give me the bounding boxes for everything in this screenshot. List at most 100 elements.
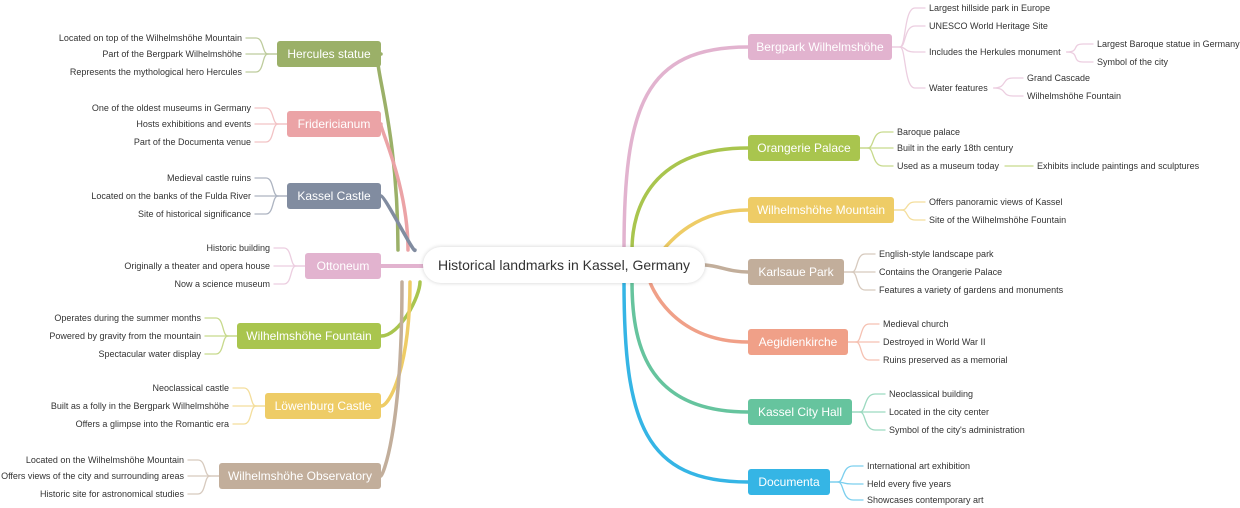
leaf-symbol-of-the-city[interactable]: Symbol of the city <box>1097 57 1169 67</box>
topic-ottoneum[interactable]: Ottoneum <box>305 253 381 279</box>
leaf-connector <box>204 317 229 337</box>
leaf-medieval-church[interactable]: Medieval church <box>883 319 949 329</box>
leaf-offers-views-of-the-city-and-surrounding-areas[interactable]: Offers views of the city and surrounding… <box>1 471 184 481</box>
leaf-connector <box>1065 43 1094 53</box>
leaf-wilhelmshohe-fountain[interactable]: Wilhelmshöhe Fountain <box>1027 91 1122 101</box>
leaf-connector <box>851 271 876 291</box>
leaf-connector <box>901 209 926 221</box>
leaf-offers-panoramic-views-of-kassel[interactable]: Offers panoramic views of Kassel <box>929 197 1063 207</box>
leaf-showcases-contemporary-art[interactable]: Showcases contemporary art <box>867 495 984 505</box>
topic-karlsaue-park[interactable]: Karlsaue Park <box>748 259 844 285</box>
leaf-one-of-the-oldest-museums-in-germany[interactable]: One of the oldest museums in Germany <box>91 103 251 113</box>
leaf-connector <box>855 341 880 361</box>
leaf-connector <box>273 265 297 285</box>
leaf-used-as-a-museum-today[interactable]: Used as a museum today <box>897 161 1000 171</box>
root-topic[interactable]: Historical landmarks in Kassel, Germany <box>423 247 705 283</box>
leaf-located-on-the-wilhelmshohe-mountain[interactable]: Located on the Wilhelmshöhe Mountain <box>25 455 184 465</box>
leaf-now-a-science-museum[interactable]: Now a science museum <box>174 279 270 289</box>
topic-fridericianum[interactable]: Fridericianum <box>287 111 381 137</box>
leaf-connector <box>867 131 894 149</box>
connector-kassel-castle <box>379 194 417 252</box>
leaf-connector <box>254 177 279 197</box>
leaf-connector <box>837 481 864 501</box>
leaf-neoclassical-castle[interactable]: Neoclassical castle <box>152 383 229 393</box>
leaf-connector <box>273 247 297 267</box>
leaf-spectacular-water-display[interactable]: Spectacular water display <box>98 349 201 359</box>
leaf-located-on-the-banks-of-the-fulda-river[interactable]: Located on the banks of the Fulda River <box>91 191 251 201</box>
leaf-baroque-palace[interactable]: Baroque palace <box>897 127 961 137</box>
connector-kassel-city-hall <box>630 280 750 414</box>
leaf-medieval-castle-ruins[interactable]: Medieval castle ruins <box>166 173 251 183</box>
leaf-site-of-historical-significance[interactable]: Site of historical significance <box>137 209 251 219</box>
leaf-symbol-of-the-city-s-administration[interactable]: Symbol of the city's administration <box>889 425 1025 435</box>
leaf-built-in-the-early-18th-century[interactable]: Built in the early 18th century <box>897 143 1014 153</box>
leaf-connector <box>901 201 926 211</box>
leaf-connector <box>851 253 876 273</box>
leaf-located-in-the-city-center[interactable]: Located in the city center <box>889 407 990 417</box>
leaf-historic-building[interactable]: Historic building <box>206 243 270 253</box>
leaf-connector <box>855 323 880 343</box>
leaf-water-features[interactable]: Water features <box>929 83 988 93</box>
leaf-connector <box>859 393 886 413</box>
leaf-connector <box>993 77 1024 89</box>
leaf-part-of-the-documenta-venue[interactable]: Part of the Documenta venue <box>133 137 251 147</box>
leaf-international-art-exhibition[interactable]: International art exhibition <box>867 461 971 471</box>
leaf-connector <box>899 46 926 89</box>
leaf-connector <box>254 123 279 143</box>
leaf-connector <box>232 387 257 407</box>
leaf-located-on-top-of-the-wilhelmshohe-mountain[interactable]: Located on top of the Wilhelmshöhe Mount… <box>58 33 242 43</box>
leaf-connector <box>899 46 926 53</box>
leaf-destroyed-in-world-war-ii[interactable]: Destroyed in World War II <box>883 337 986 347</box>
connector-karlsaue-park <box>703 263 750 274</box>
leaf-contains-the-orangerie-palace[interactable]: Contains the Orangerie Palace <box>879 267 1003 277</box>
leaf-largest-hillside-park-in-europe[interactable]: Largest hillside park in Europe <box>929 3 1051 13</box>
leaf-connector <box>867 147 894 167</box>
leaf-connector <box>204 335 229 355</box>
leaf-connector <box>1065 51 1094 63</box>
leaf-unesco-world-heritage-site[interactable]: UNESCO World Heritage Site <box>929 21 1048 31</box>
leaf-part-of-the-bergpark-wilhelmshohe[interactable]: Part of the Bergpark Wilhelmshöhe <box>102 49 242 59</box>
leaf-connector <box>232 405 257 425</box>
leaf-connector <box>993 87 1024 97</box>
topic-kassel-city-hall[interactable]: Kassel City Hall <box>748 399 852 425</box>
leaf-site-of-the-wilhelmshohe-fountain[interactable]: Site of the Wilhelmshöhe Fountain <box>929 215 1067 225</box>
connector-bergpark-wilhelmshohe <box>622 45 750 252</box>
topic-orangerie-palace[interactable]: Orangerie Palace <box>748 135 860 161</box>
topic-documenta[interactable]: Documenta <box>748 469 830 495</box>
topic-wilhelmshohe-mountain[interactable]: Wilhelmshöhe Mountain <box>748 197 894 223</box>
leaf-connector <box>187 475 211 495</box>
connector-wilhelmshohe-observatory <box>379 280 404 478</box>
leaf-grand-cascade[interactable]: Grand Cascade <box>1027 73 1091 83</box>
connector-lowenburg-castle <box>379 280 412 408</box>
leaf-held-every-five-years[interactable]: Held every five years <box>867 479 952 489</box>
leaf-historic-site-for-astronomical-studies[interactable]: Historic site for astronomical studies <box>39 489 184 499</box>
leaf-originally-a-theater-and-opera-house[interactable]: Originally a theater and opera house <box>124 261 270 271</box>
leaf-english-style-landscape-park[interactable]: English-style landscape park <box>879 249 994 259</box>
leaf-ruins-preserved-as-a-memorial[interactable]: Ruins preserved as a memorial <box>883 355 1008 365</box>
leaf-exhibits-include-paintings-and-sculptures[interactable]: Exhibits include paintings and sculpture… <box>1037 161 1200 171</box>
leaf-connector <box>837 465 864 483</box>
connector-documenta <box>622 280 750 484</box>
topic-wilhelmshohe-observatory[interactable]: Wilhelmshöhe Observatory <box>219 463 381 489</box>
topic-hercules-statue[interactable]: Hercules statue <box>277 41 381 67</box>
topic-kassel-castle[interactable]: Kassel Castle <box>287 183 381 209</box>
leaf-neoclassical-building[interactable]: Neoclassical building <box>889 389 974 399</box>
leaf-built-as-a-folly-in-the-bergpark-wilhelmshohe[interactable]: Built as a folly in the Bergpark Wilhelm… <box>50 401 229 411</box>
topic-aegidienkirche[interactable]: Aegidienkirche <box>748 329 848 355</box>
topic-bergpark-wilhelmshohe[interactable]: Bergpark Wilhelmshöhe <box>748 34 892 60</box>
leaf-connector <box>899 25 926 48</box>
leaf-includes-the-herkules-monument[interactable]: Includes the Herkules monument <box>929 47 1061 57</box>
leaf-connector <box>245 53 269 73</box>
topic-wilhelmshohe-fountain[interactable]: Wilhelmshöhe Fountain <box>237 323 381 349</box>
leaf-operates-during-the-summer-months[interactable]: Operates during the summer months <box>54 313 201 323</box>
leaf-hosts-exhibitions-and-events[interactable]: Hosts exhibitions and events <box>136 119 251 129</box>
leaf-powered-by-gravity-from-the-mountain[interactable]: Powered by gravity from the mountain <box>49 331 201 341</box>
topic-lowenburg-castle[interactable]: Löwenburg Castle <box>265 393 381 419</box>
leaf-offers-a-glimpse-into-the-romantic-era[interactable]: Offers a glimpse into the Romantic era <box>75 419 229 429</box>
leaf-largest-baroque-statue-in-germany[interactable]: Largest Baroque statue in Germany <box>1097 39 1240 49</box>
leaf-features-a-variety-of-gardens-and-monuments[interactable]: Features a variety of gardens and monume… <box>879 285 1064 295</box>
connector-orangerie-palace <box>630 146 750 252</box>
leaf-represents-the-mythological-hero-hercules[interactable]: Represents the mythological hero Hercule… <box>69 67 242 77</box>
connector-aegidienkirche <box>648 280 750 344</box>
